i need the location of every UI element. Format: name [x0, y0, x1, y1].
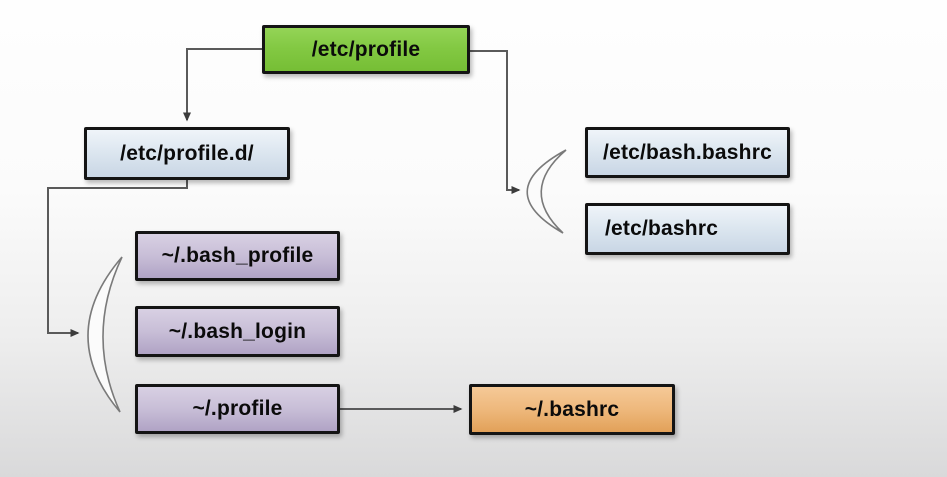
node-bashrc: ~/.bashrc — [469, 384, 675, 435]
node-bash-login: ~/.bash_login — [135, 306, 340, 357]
arrow-etc-profile-to-bashrc-group — [470, 50, 521, 194]
node-etc-profile-d: /etc/profile.d/ — [84, 127, 290, 180]
brace-etc-bashrc-group — [526, 149, 567, 234]
node-bash-profile: ~/.bash_profile — [135, 231, 340, 281]
node-etc-bash-bashrc: /etc/bash.bashrc — [585, 127, 790, 178]
arrow-profile-d-to-user-files-group — [47, 180, 188, 337]
arrow-etc-profile-to-profile-d — [183, 48, 262, 122]
node-etc-bashrc: /etc/bashrc — [585, 203, 790, 255]
brace-user-files-group — [87, 256, 123, 413]
node-profile: ~/.profile — [135, 384, 340, 434]
node-etc-profile: /etc/profile — [262, 25, 470, 74]
